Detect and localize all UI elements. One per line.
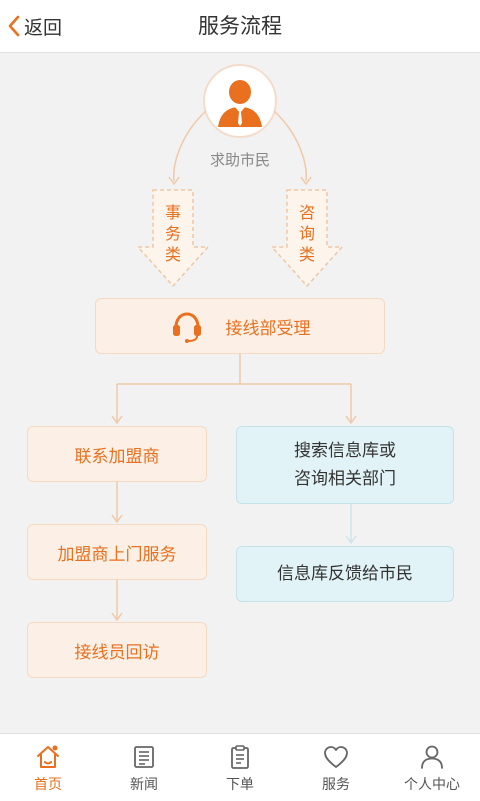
nav-header: 返回 服务流程	[0, 0, 480, 53]
step-franchisee-visit: 加盟商上门服务	[27, 524, 207, 580]
consult-arrow	[270, 189, 344, 288]
tab-news[interactable]: 新闻	[96, 734, 192, 801]
tab-home-label: 首页	[34, 777, 62, 793]
search-database-line2: 咨询相关部门	[294, 469, 396, 489]
back-button[interactable]: 返回	[6, 10, 62, 42]
curve-left	[173, 110, 207, 182]
tab-news-label: 新闻	[130, 777, 158, 793]
step-database-feedback: 信息库反馈给市民	[236, 546, 454, 602]
left-branch-arrowhead	[111, 415, 123, 425]
back-label: 返回	[24, 16, 63, 39]
person-icon	[421, 745, 443, 769]
service-flow-diagram: 求助市民 事务类 咨询类 接线部受理 联系加盟商 加盟商上门服务 接线员回访 搜…	[0, 53, 480, 733]
left-step2-arrowhead	[111, 612, 123, 622]
newspaper-icon	[134, 746, 154, 768]
affairs-arrow	[136, 189, 210, 288]
tab-service[interactable]: 服务	[288, 734, 384, 801]
step-operator-followup: 接线员回访	[27, 622, 207, 678]
tab-order[interactable]: 下单	[192, 734, 288, 801]
right-branch-arrowhead	[345, 415, 357, 425]
citizen-label: 求助市民	[209, 151, 270, 169]
accept-label: 接线部受理	[225, 318, 311, 339]
chevron-left-icon	[8, 15, 20, 37]
step-contact-franchisee: 联系加盟商	[27, 426, 207, 482]
left-step1-arrowhead	[111, 514, 123, 524]
affairs-label: 事务类	[164, 203, 181, 264]
step-search-database: 搜索信息库或 咨询相关部门	[236, 426, 454, 504]
home-icon	[37, 745, 59, 768]
citizen-icon	[218, 80, 262, 127]
curve-right-arrowhead	[300, 176, 312, 186]
consult-label: 咨询类	[298, 203, 315, 264]
tab-profile-label: 个人中心	[404, 777, 460, 793]
flow-connectors	[111, 64, 357, 622]
tab-profile[interactable]: 个人中心	[384, 734, 480, 801]
bottom-tab-bar: 首页 新闻 下单 服务 个人中心	[0, 733, 480, 801]
clipboard-icon	[231, 745, 249, 769]
tab-home[interactable]: 首页	[0, 734, 96, 801]
tab-service-label: 服务	[322, 777, 350, 793]
search-database-line1: 搜索信息库或	[294, 441, 396, 461]
right-step-arrowhead	[345, 535, 357, 545]
heart-icon	[324, 746, 348, 768]
accept-box: 接线部受理	[95, 298, 385, 354]
page-title: 服务流程	[198, 14, 282, 38]
curve-left-arrowhead	[168, 176, 180, 186]
tab-order-label: 下单	[226, 777, 254, 793]
curve-right	[273, 110, 307, 182]
headset-icon	[170, 309, 204, 343]
